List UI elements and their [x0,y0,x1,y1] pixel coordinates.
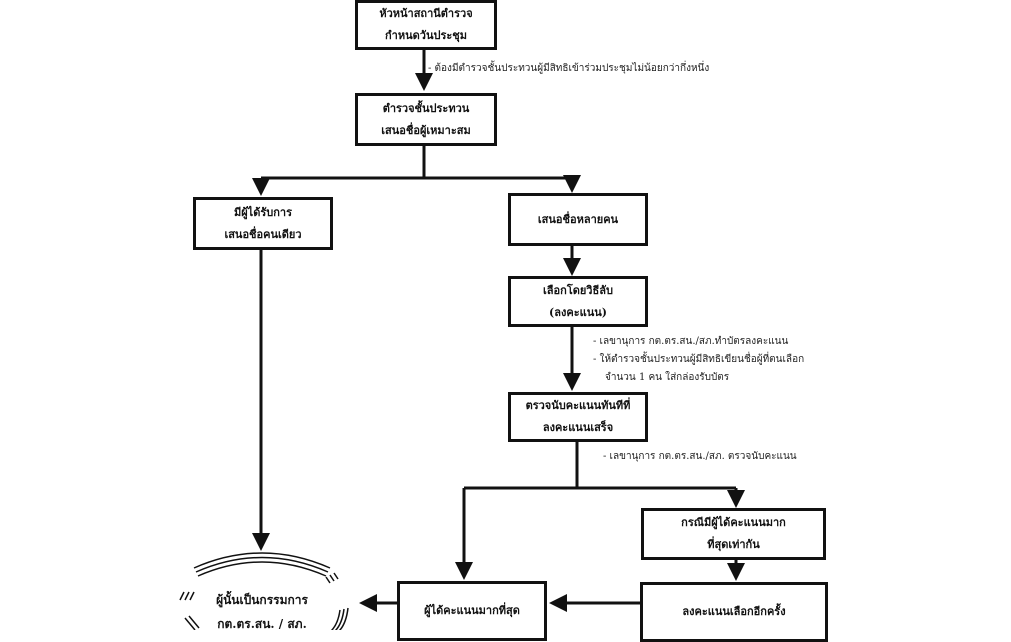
count-split-line [464,442,579,490]
node-secret-ballot: เลือกโดยวิธีลับ (ลงคะแนน) [508,276,648,327]
node-secret-ballot-line1: เลือกโดยวิธีลับ [543,283,613,297]
node-nominate-line1: ตำรวจชั้นประทวน [382,101,470,115]
note-ballot-line2: - ให้ตำรวจชั้นประทวนผู้มีสิทธิเขียนชื่อผ… [593,354,805,365]
node-result-line1: ผู้นั้นเป็นกรรมการ [216,593,308,607]
node-multiple-line1: เสนอชื่อหลายคน [537,212,619,226]
node-count-line1: ตรวจนับคะแนนทันทีที่ [525,399,631,412]
branch-split-line [261,146,426,180]
note-count: - เลขานุการ กต.ตร.สน./สภ. ตรวจนับคะแนน [603,451,797,462]
node-result-line2: กต.ตร.สน. / สภ. [217,617,307,631]
node-count-line2: ลงคะแนนเสร็จ [542,421,614,434]
node-nominate-line2: เสนอชื่อผู้เหมาะสม [381,123,471,137]
node-single-line1: มีผู้ได้รับการ [233,205,292,219]
node-nominate: ตำรวจชั้นประทวน เสนอชื่อผู้เหมาะสม [355,93,497,146]
note-ballot-line1: - เลขานุการ กต.ตร.สน./สภ.ทำบัตรลงคะแนน [593,336,789,347]
note-ballot: - เลขานุการ กต.ตร.สน./สภ.ทำบัตรลงคะแนน -… [593,333,804,387]
node-result: ผู้นั้นเป็นกรรมการ กต.ตร.สน. / สภ. [196,588,328,636]
node-count: ตรวจนับคะแนนทันทีที่ ลงคะแนนเสร็จ [508,392,648,442]
node-multiple: เสนอชื่อหลายคน [508,193,648,246]
node-start-line1: หัวหน้าสถานีตำรวจ [379,7,473,20]
node-highest-line1: ผู้ได้คะแนนมากที่สุด [424,604,520,617]
node-secret-ballot-line2: (ลงคะแนน) [549,305,607,319]
node-tie: กรณีมีผู้ได้คะแนนมาก ที่สุดเท่ากัน [641,508,826,560]
node-start-line2: กำหนดวันประชุม [385,29,467,42]
note-ballot-line3: จำนวน 1 คน ใส่กล่องรับบัตร [605,372,730,383]
note-quorum: - ต้องมีตำรวจชั้นประทวนผู้มีสิทธิเข้าร่ว… [428,63,710,74]
node-tie-line2: ที่สุดเท่ากัน [707,538,760,551]
result-oval-decoration [179,552,349,630]
node-single: มีผู้ได้รับการ เสนอชื่อคนเดียว [193,197,333,250]
node-revote: ลงคะแนนเลือกอีกครั้ง [640,582,828,642]
node-single-line2: เสนอชื่อคนเดียว [224,227,302,241]
node-start: หัวหน้าสถานีตำรวจ กำหนดวันประชุม [355,0,497,50]
node-revote-line1: ลงคะแนนเลือกอีกครั้ง [682,605,786,618]
node-highest: ผู้ได้คะแนนมากที่สุด [397,581,547,641]
node-tie-line1: กรณีมีผู้ได้คะแนนมาก [681,516,786,529]
